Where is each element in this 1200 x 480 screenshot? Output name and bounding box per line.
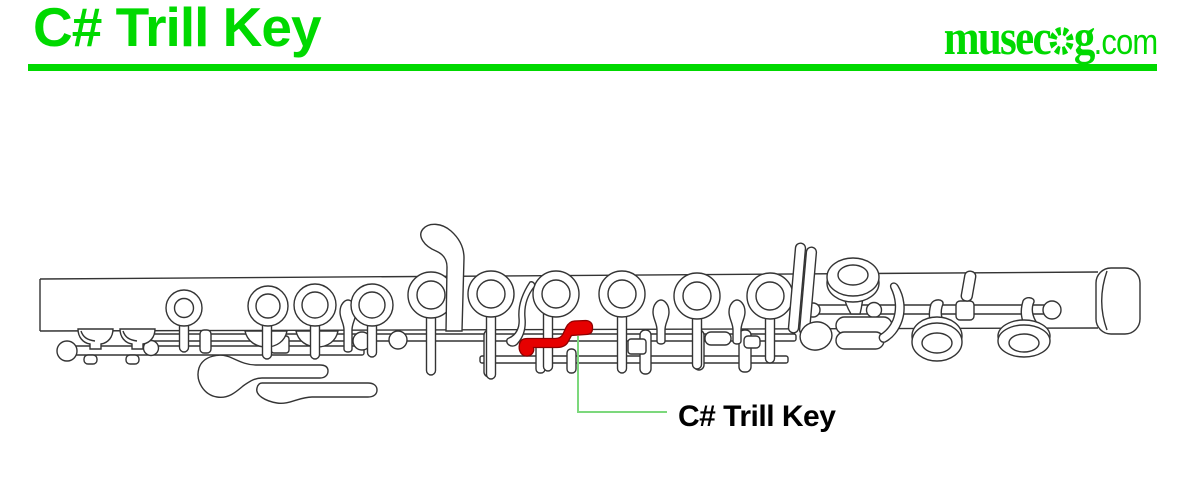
flute-key bbox=[165, 289, 203, 327]
callout-label: C# Trill Key bbox=[678, 400, 836, 433]
flute-key bbox=[673, 272, 721, 320]
flute-paddle-levers bbox=[197, 354, 378, 405]
page-title: C# Trill Key bbox=[33, 0, 322, 58]
flute-key bbox=[293, 283, 337, 327]
flute-key bbox=[350, 283, 394, 327]
flute-levers bbox=[420, 223, 536, 347]
flute-key bbox=[532, 270, 580, 318]
callout-leader-line bbox=[577, 336, 667, 413]
flute-key bbox=[598, 270, 646, 318]
flute-main-keys bbox=[165, 270, 794, 327]
header-rule bbox=[28, 64, 1157, 71]
brand-suffix: g bbox=[1073, 9, 1096, 65]
flute-key bbox=[467, 270, 515, 318]
flute-right-key-cluster bbox=[799, 257, 1062, 362]
c-sharp-trill-key-highlight bbox=[518, 319, 594, 357]
flute-key bbox=[746, 272, 794, 320]
flute-key bbox=[407, 271, 455, 319]
brand-prefix: musec bbox=[943, 9, 1051, 65]
brand-tld: .com bbox=[1093, 21, 1158, 62]
flute-headjoint-crown bbox=[1095, 267, 1141, 335]
flute-key bbox=[247, 285, 289, 327]
gear-icon bbox=[1049, 27, 1074, 55]
flute-joint-rings bbox=[787, 242, 818, 336]
